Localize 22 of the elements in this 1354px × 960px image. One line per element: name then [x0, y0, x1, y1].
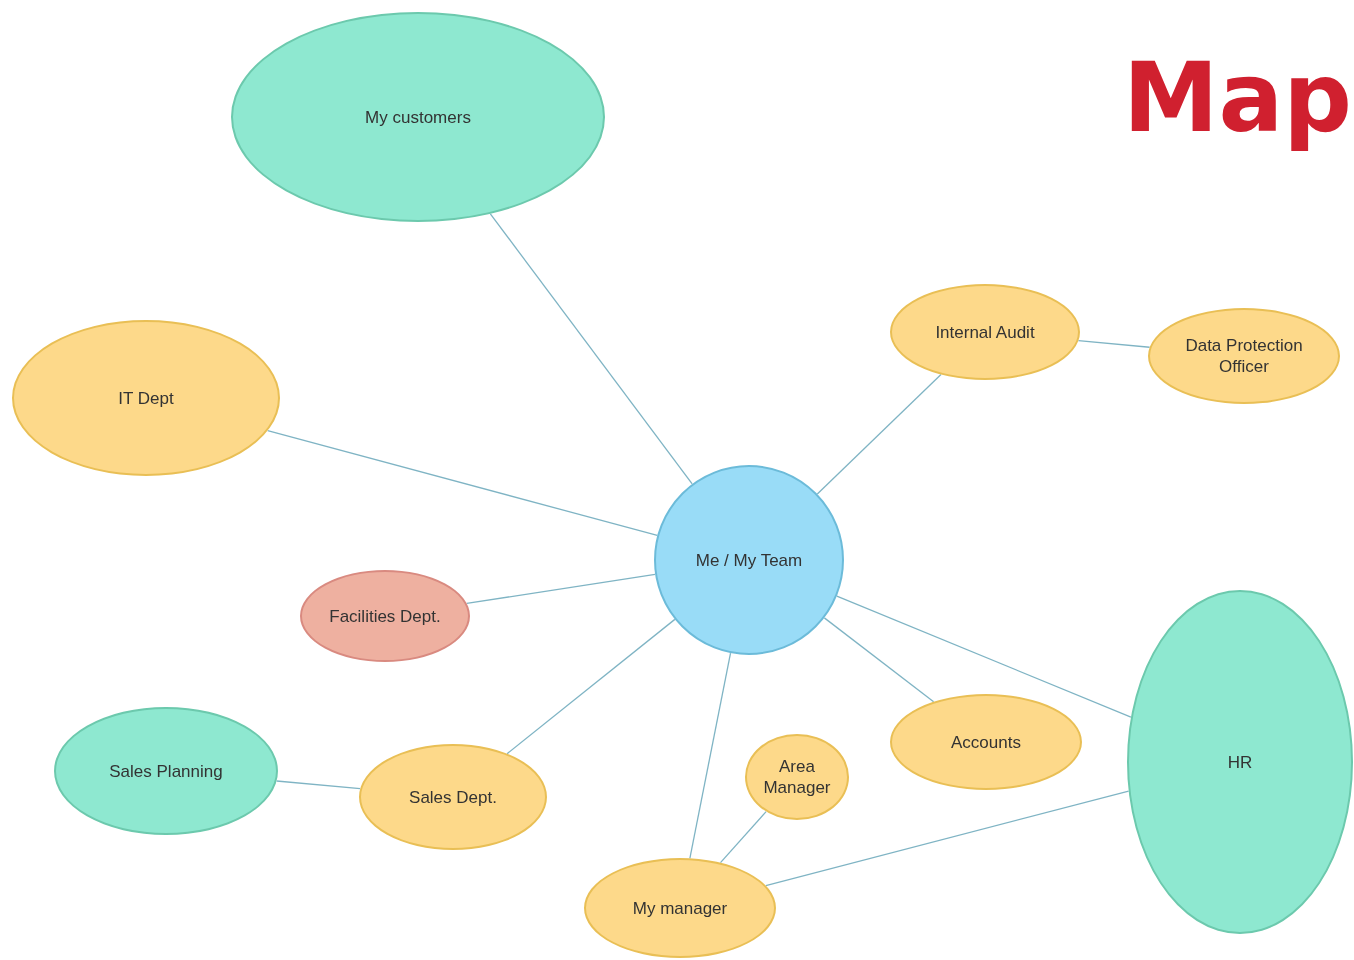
node-label: IT Dept — [118, 387, 174, 409]
node-label: My manager — [632, 897, 728, 919]
node-label: My customers — [365, 106, 471, 128]
connector-line — [267, 430, 658, 536]
node-label: Data Protection Officer — [1184, 335, 1304, 377]
connector-line — [489, 213, 693, 485]
node-label: Accounts — [951, 731, 1021, 753]
connector-line — [823, 617, 935, 703]
connector-line — [689, 652, 732, 859]
node-label: Area Manager — [762, 756, 832, 798]
connector-line — [719, 810, 767, 864]
connector-line — [506, 618, 676, 755]
node-label: HR — [1227, 751, 1253, 773]
node-label: Sales Dept. — [409, 786, 497, 808]
connector-line — [816, 373, 942, 495]
connector-line — [1077, 340, 1151, 348]
node-label: Sales Planning — [109, 760, 223, 782]
node-label: Me / My Team — [695, 549, 803, 571]
node-label: Facilities Dept. — [329, 605, 441, 627]
node-label: Internal Audit — [935, 321, 1035, 343]
connector-line — [836, 595, 1132, 718]
title: Map — [1122, 41, 1352, 156]
